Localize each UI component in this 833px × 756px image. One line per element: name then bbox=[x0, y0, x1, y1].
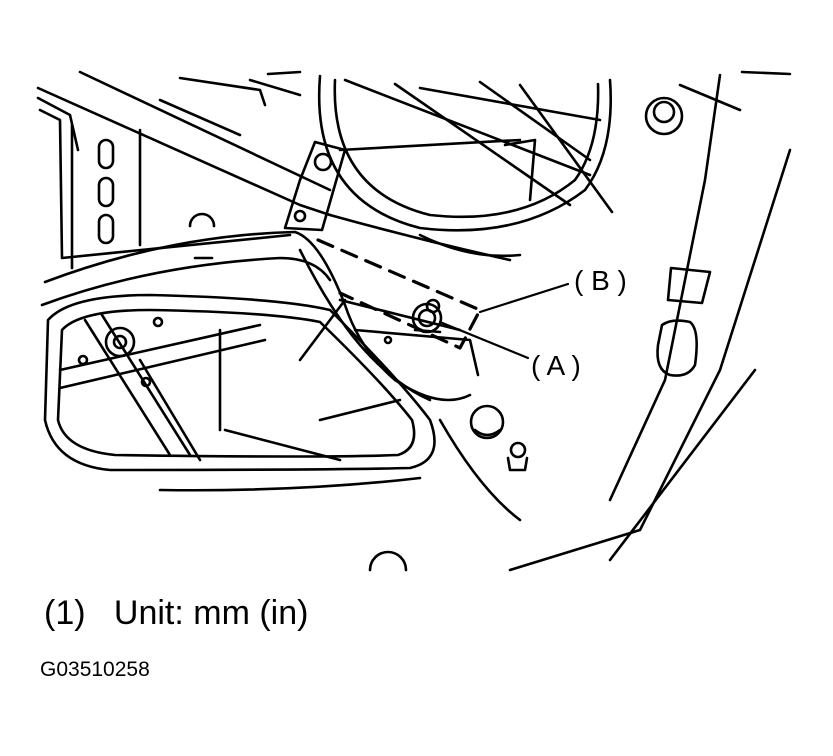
dashed-area-b bbox=[316, 238, 482, 350]
inner-panel bbox=[43, 293, 436, 472]
bolt-icon bbox=[411, 298, 443, 334]
figure-code: G03510258 bbox=[40, 658, 150, 681]
leader-lines bbox=[438, 282, 570, 360]
callout-a: ( A ) bbox=[531, 350, 581, 381]
upper-frame bbox=[36, 70, 332, 270]
callout-b: ( B ) bbox=[574, 265, 627, 296]
caption-number: (1) bbox=[44, 594, 86, 632]
grommet-icon bbox=[469, 404, 505, 440]
hole-icon bbox=[368, 550, 408, 572]
unit-caption: (1) Unit: mm (in) bbox=[44, 594, 308, 633]
door-panel-illustration: ( B ) ( A ) bbox=[36, 70, 792, 572]
lower-frame bbox=[40, 213, 522, 522]
bracket-strap bbox=[283, 140, 347, 232]
clip-icon bbox=[506, 441, 529, 472]
caption-unit: Unit: mm (in) bbox=[113, 594, 309, 632]
right-panel bbox=[508, 70, 792, 572]
panel-slots bbox=[97, 138, 216, 260]
window-opening bbox=[317, 74, 612, 232]
